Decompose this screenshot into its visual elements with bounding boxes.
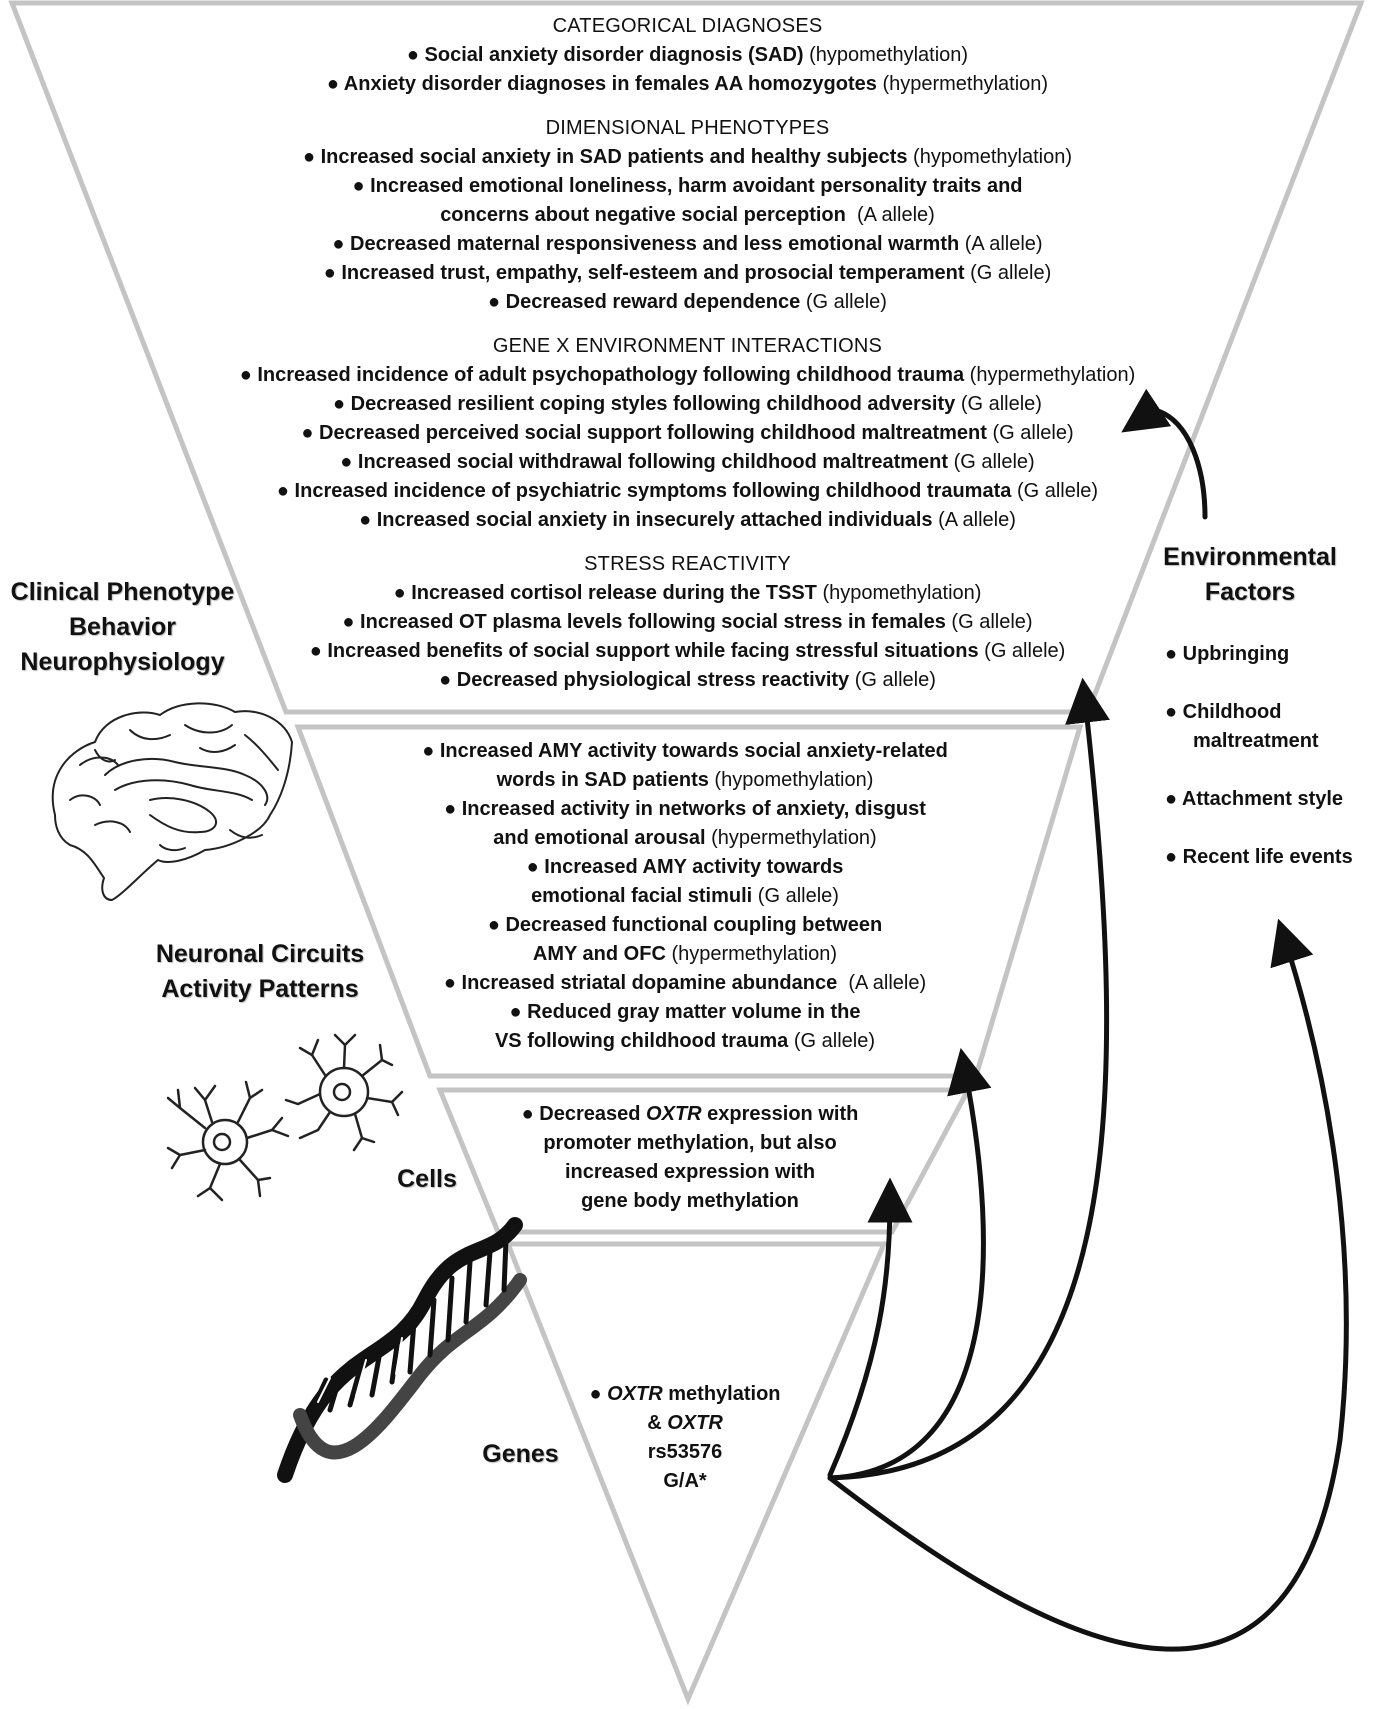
neuronal-circuits-label: Neuronal Circuits Activity Patterns — [155, 940, 365, 1003]
dimensional-item: ● Increased trust, empathy, self-esteem … — [323, 262, 1052, 284]
gxe-item: ● Increased social withdrawal following … — [340, 451, 1035, 473]
brain-icon — [51, 702, 293, 901]
dimensional-item: ● Decreased reward dependence (G allele) — [488, 291, 887, 313]
gxe-item: ● Decreased perceived social support fol… — [301, 422, 1074, 444]
neuronal-text-block: ● Increased AMY activity towards social … — [390, 737, 980, 1056]
genes-item: rs53576 — [647, 1441, 723, 1463]
neuron-cells-icon — [166, 1033, 404, 1202]
clinical-phenotype-label: Clinical Phenotype Behavior Neurophysiol… — [10, 578, 235, 676]
env-item-recent-life-events: ● Recent life events — [1165, 846, 1353, 868]
genes-layer-outline — [504, 1241, 888, 1706]
neuronal-item: words in SAD patients (hypomethylation) — [496, 769, 874, 791]
arrow-to-cells — [827, 1177, 913, 1478]
environmental-factors-title: Environmental Factors — [1163, 543, 1337, 606]
arrow-to-clinical — [827, 677, 1110, 1481]
neuronal-item: VS following childhood trauma (G allele) — [494, 1030, 876, 1052]
arrow-environment-to-gxe — [1121, 388, 1208, 520]
dna-helix-icon — [277, 1217, 527, 1483]
neuronal-item: ● Decreased functional coupling between — [487, 914, 883, 936]
arrow-to-environment — [827, 918, 1349, 1652]
genes-item: ● OXTR methylation — [589, 1383, 781, 1405]
cells-item: gene body methylation — [581, 1190, 799, 1212]
neuronal-item: emotional facial stimuli (G allele) — [531, 885, 839, 907]
dimensional-item: ● Decreased maternal responsiveness and … — [332, 233, 1043, 255]
genes-item: & OXTR — [647, 1412, 723, 1434]
genes-item: G/A* — [663, 1470, 707, 1492]
categorical-item: ● Anxiety disorder diagnoses in females … — [326, 73, 1049, 95]
neuronal-item: ● Increased striatal dopamine abundance … — [443, 972, 927, 994]
genes-text-block: ● OXTR methylation & OXTR rs53576 G/A* — [560, 1380, 810, 1496]
stress-item: ● Increased cortisol release during the … — [393, 582, 982, 604]
dimensional-item: concerns about negative social perceptio… — [440, 204, 935, 226]
neuronal-item: ● Increased activity in networks of anxi… — [444, 798, 926, 820]
stress-item: ● Decreased physiological stress reactiv… — [439, 669, 936, 691]
env-item-childhood: ● Childhood — [1165, 701, 1282, 723]
neuronal-item: ● Increased AMY activity towards — [526, 856, 844, 878]
cells-item: increased expression with — [564, 1161, 816, 1183]
cells-item: promoter methylation, but also — [543, 1132, 837, 1154]
neuronal-item: AMY and OFC (hypermethylation) — [532, 943, 838, 965]
clinical-text-block: CATEGORICAL DIAGNOSES ● Social anxiety d… — [140, 12, 1235, 695]
categorical-item: ● Social anxiety disorder diagnosis (SAD… — [406, 44, 969, 66]
stress-reactivity-header: STRESS REACTIVITY — [584, 553, 791, 575]
cells-text-block: ● Decreased OXTR expression with promote… — [480, 1100, 900, 1216]
dimensional-phenotypes-header: DIMENSIONAL PHENOTYPES — [545, 117, 830, 139]
genes-label: Genes — [482, 1440, 559, 1468]
arrow-to-neuronal — [827, 1047, 992, 1481]
neuronal-item: ● Increased AMY activity towards social … — [422, 740, 948, 762]
gxe-item: ● Decreased resilient coping styles foll… — [333, 393, 1042, 415]
environmental-factors-list: ● Upbringing ● Childhood maltreatment ● … — [1165, 640, 1370, 901]
categorical-diagnoses-header: CATEGORICAL DIAGNOSES — [552, 15, 823, 37]
env-item-attachment-style: ● Attachment style — [1165, 788, 1344, 810]
cells-item: ● Decreased OXTR expression with — [521, 1103, 859, 1125]
env-item-maltreatment: maltreatment — [1193, 730, 1319, 752]
dimensional-item: ● Increased emotional loneliness, harm a… — [352, 175, 1023, 197]
env-item-upbringing: ● Upbringing — [1165, 643, 1290, 665]
gxe-item: ● Increased incidence of adult psychopat… — [239, 364, 1136, 386]
neuronal-item: ● Reduced gray matter volume in the — [509, 1001, 861, 1023]
neuronal-item: and emotional arousal (hypermethylation) — [493, 827, 877, 849]
stress-item: ● Increased OT plasma levels following s… — [342, 611, 1033, 633]
dimensional-item: ● Increased social anxiety in SAD patien… — [302, 146, 1073, 168]
gxe-item: ● Increased social anxiety in insecurely… — [359, 509, 1016, 531]
cells-layer-outline — [436, 1087, 973, 1235]
gxe-header: GENE X ENVIRONMENT INTERACTIONS — [492, 335, 883, 357]
gxe-item: ● Increased incidence of psychiatric sym… — [276, 480, 1099, 502]
stress-item: ● Increased benefits of social support w… — [309, 640, 1066, 662]
cells-label: Cells — [397, 1165, 457, 1193]
